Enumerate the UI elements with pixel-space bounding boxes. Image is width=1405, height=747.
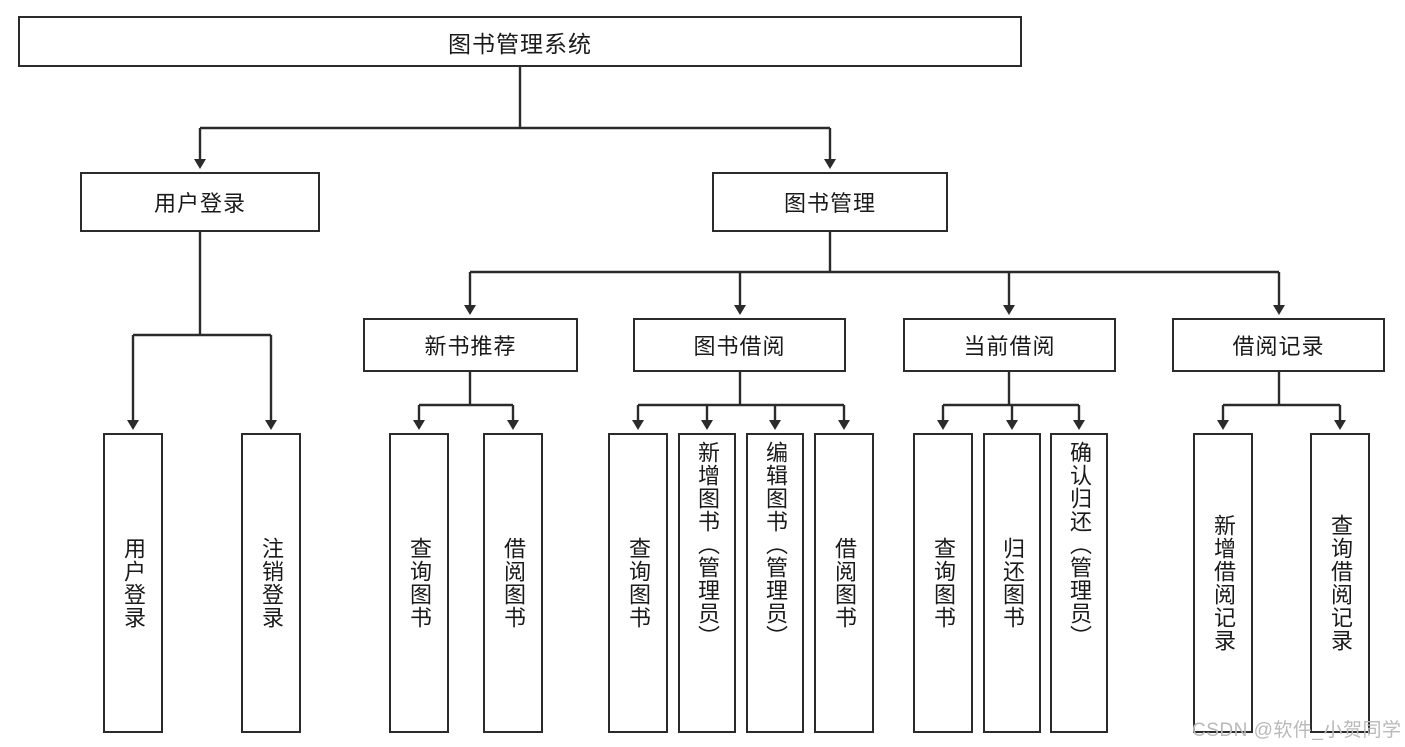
- node-current-borrow-label: 当前借阅: [963, 334, 1056, 359]
- leaf-query-book-current-label: 查询图书: [930, 537, 956, 629]
- leaf-query-book-newbook[interactable]: 查询图书: [389, 433, 449, 733]
- leaf-logout[interactable]: 注销登录: [241, 433, 301, 733]
- node-root-label: 图书管理系统: [448, 30, 592, 57]
- leaf-edit-book-admin[interactable]: 编辑图书（管理员）: [746, 433, 804, 733]
- leaf-edit-book-admin-label: 编辑图书（管理员）: [762, 441, 788, 648]
- leaf-add-book-admin-label: 新增图书（管理员）: [694, 441, 720, 648]
- leaf-add-borrow-record-label: 新增借阅记录: [1210, 514, 1236, 652]
- leaf-return-book-label: 归还图书: [999, 537, 1025, 629]
- leaf-query-book-borrow[interactable]: 查询图书: [608, 433, 668, 733]
- node-user-login-label: 用户登录: [153, 191, 246, 216]
- node-book-borrow[interactable]: 图书借阅: [633, 318, 846, 372]
- node-new-book-recommend-label: 新书推荐: [424, 334, 517, 359]
- leaf-user-login[interactable]: 用户登录: [103, 433, 163, 733]
- node-root[interactable]: 图书管理系统: [18, 16, 1022, 67]
- csdn-watermark: CSDN @软件_小贺同学: [1192, 720, 1402, 741]
- node-user-login[interactable]: 用户登录: [80, 172, 320, 232]
- leaf-query-book-borrow-label: 查询图书: [625, 537, 651, 629]
- node-borrow-record-label: 借阅记录: [1232, 334, 1325, 359]
- leaf-borrow-book[interactable]: 借阅图书: [814, 433, 874, 733]
- leaf-query-book-newbook-label: 查询图书: [406, 537, 432, 629]
- leaf-borrow-book-newbook-label: 借阅图书: [500, 537, 526, 629]
- node-book-management[interactable]: 图书管理: [712, 172, 948, 232]
- leaf-query-book-current[interactable]: 查询图书: [913, 433, 973, 733]
- node-book-borrow-label: 图书借阅: [693, 334, 786, 359]
- leaf-query-borrow-record-label: 查询借阅记录: [1327, 514, 1353, 652]
- node-new-book-recommend[interactable]: 新书推荐: [363, 318, 578, 372]
- leaf-borrow-book-newbook[interactable]: 借阅图书: [483, 433, 543, 733]
- leaf-confirm-return-admin-label: 确认归还（管理员）: [1066, 441, 1092, 648]
- leaf-borrow-book-label: 借阅图书: [831, 537, 857, 629]
- leaf-return-book[interactable]: 归还图书: [983, 433, 1041, 733]
- leaf-add-borrow-record[interactable]: 新增借阅记录: [1193, 433, 1253, 733]
- leaf-logout-label: 注销登录: [258, 537, 284, 629]
- leaf-add-book-admin[interactable]: 新增图书（管理员）: [678, 433, 736, 733]
- node-borrow-record[interactable]: 借阅记录: [1172, 318, 1385, 372]
- leaf-confirm-return-admin[interactable]: 确认归还（管理员）: [1050, 433, 1108, 733]
- leaf-user-login-label: 用户登录: [120, 537, 146, 629]
- node-book-management-label: 图书管理: [783, 191, 876, 216]
- leaf-query-borrow-record[interactable]: 查询借阅记录: [1310, 433, 1370, 733]
- node-current-borrow[interactable]: 当前借阅: [903, 318, 1116, 372]
